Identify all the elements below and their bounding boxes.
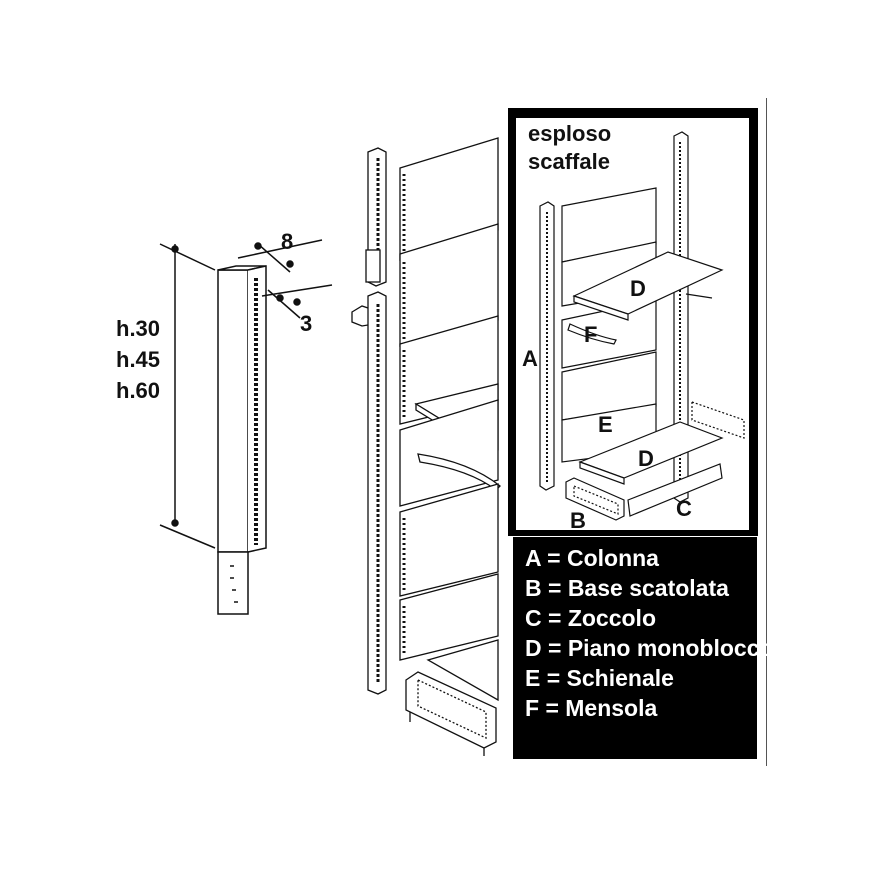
part-label-d-bottom: D bbox=[638, 446, 654, 471]
part-label-f: F bbox=[584, 322, 597, 347]
legend-item-b: B = Base scatolata bbox=[525, 575, 729, 601]
depth-dimension-label: 3 bbox=[300, 311, 312, 336]
legend-panel bbox=[513, 537, 757, 759]
column-detail bbox=[159, 239, 333, 615]
part-label-d-top: D bbox=[630, 276, 646, 301]
legend-item-c: C = Zoccolo bbox=[525, 605, 656, 631]
legend-item-a: A = Colonna bbox=[525, 545, 659, 571]
part-label-e: E bbox=[598, 412, 613, 437]
inset-title-line2: scaffale bbox=[528, 149, 610, 174]
height-label-60: h.60 bbox=[116, 378, 160, 403]
shelving-assembly bbox=[351, 137, 501, 756]
part-label-a: A bbox=[522, 346, 538, 371]
legend-item-f: F = Mensola bbox=[525, 695, 658, 721]
exploded-drawing bbox=[539, 131, 745, 521]
part-label-c: C bbox=[676, 496, 692, 521]
width-dimension-label: 8 bbox=[281, 229, 293, 254]
legend-item-d: D = Piano monoblocco bbox=[525, 635, 774, 661]
legend-item-e: E = Schienale bbox=[525, 665, 674, 691]
inset-title-line1: esploso bbox=[528, 121, 611, 146]
height-label-30: h.30 bbox=[116, 316, 160, 341]
page-margin-rule bbox=[766, 98, 767, 766]
part-label-b: B bbox=[570, 508, 586, 533]
height-label-45: h.45 bbox=[116, 347, 160, 372]
